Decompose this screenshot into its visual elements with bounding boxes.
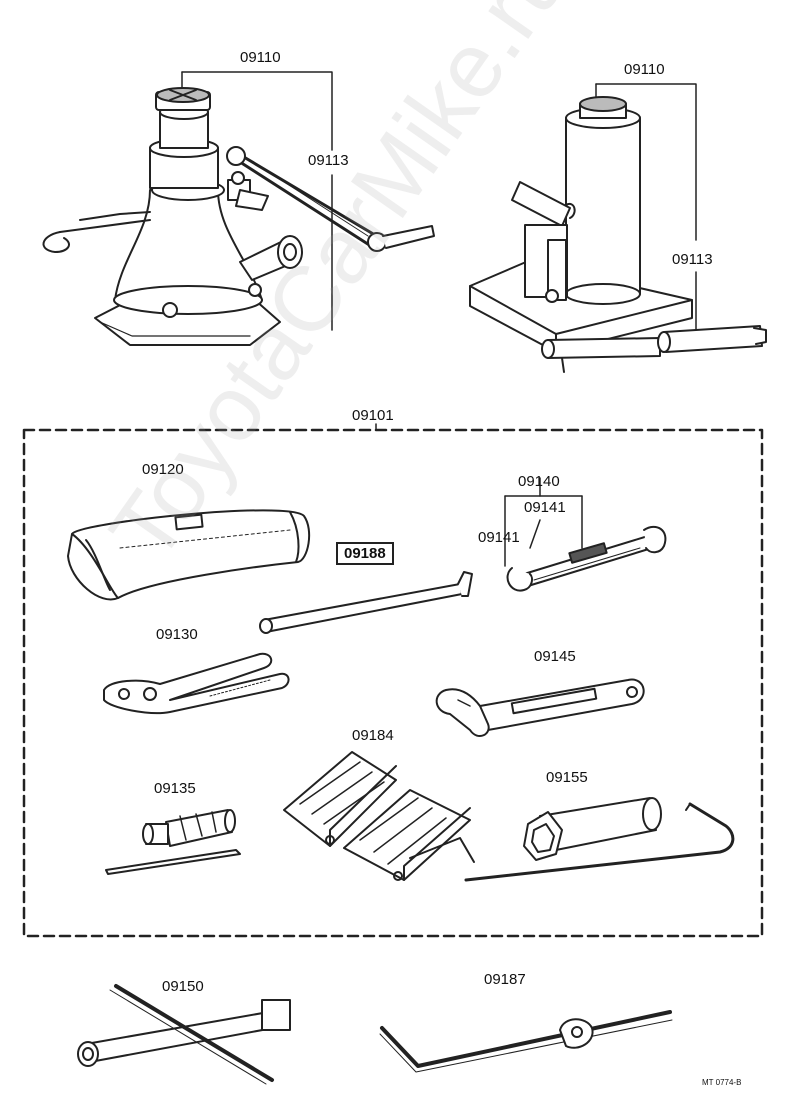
- part-label-jack-handle-2: 09113: [672, 251, 713, 268]
- part-label-wrench-b: 09141: [478, 529, 520, 546]
- wheel-chocks-drawing: [283, 751, 475, 881]
- part-label-wheel-chocks: 09184: [352, 727, 394, 744]
- screwdriver-drawing: [105, 809, 241, 875]
- tool-bag-drawing: [67, 509, 311, 601]
- part-label-jack-handle-1: 09113: [308, 152, 349, 169]
- screw-jack-drawing: [42, 71, 435, 346]
- part-label-screwdriver: 09135: [154, 780, 196, 797]
- adjustable-wrench-drawing: [435, 678, 645, 738]
- part-label-pliers: 09130: [156, 626, 198, 643]
- crank-handle-drawing: [379, 1010, 673, 1073]
- part-label-jack-assy-1: 09110: [240, 49, 281, 66]
- part-label-socket: 09155: [546, 769, 588, 786]
- drawing-code: MT 0774-B: [702, 1078, 742, 1087]
- hydraulic-jack-drawing: [469, 83, 767, 373]
- part-label-wrench-a: 09141: [524, 499, 566, 516]
- wrench-set-drawing: [504, 477, 667, 592]
- part-label-wrench-set: 09140: [518, 473, 560, 490]
- lug-wrench-drawing: [77, 984, 291, 1085]
- socket-wrench-drawing: [464, 797, 735, 882]
- pry-bar-drawing: [259, 571, 473, 634]
- part-label-jack-assy-2: 09110: [624, 61, 665, 78]
- part-label-adjustable-wrench: 09145: [534, 648, 576, 665]
- tool-set-frame: [22, 423, 764, 938]
- part-label-tool-bag: 09120: [142, 461, 184, 478]
- pliers-drawing: [103, 652, 290, 715]
- part-label-tool-set: 09101: [352, 407, 394, 424]
- part-label-crank: 09187: [484, 971, 526, 988]
- part-label-highlighted: 09188: [336, 542, 394, 565]
- part-label-lug-wrench: 09150: [162, 978, 204, 995]
